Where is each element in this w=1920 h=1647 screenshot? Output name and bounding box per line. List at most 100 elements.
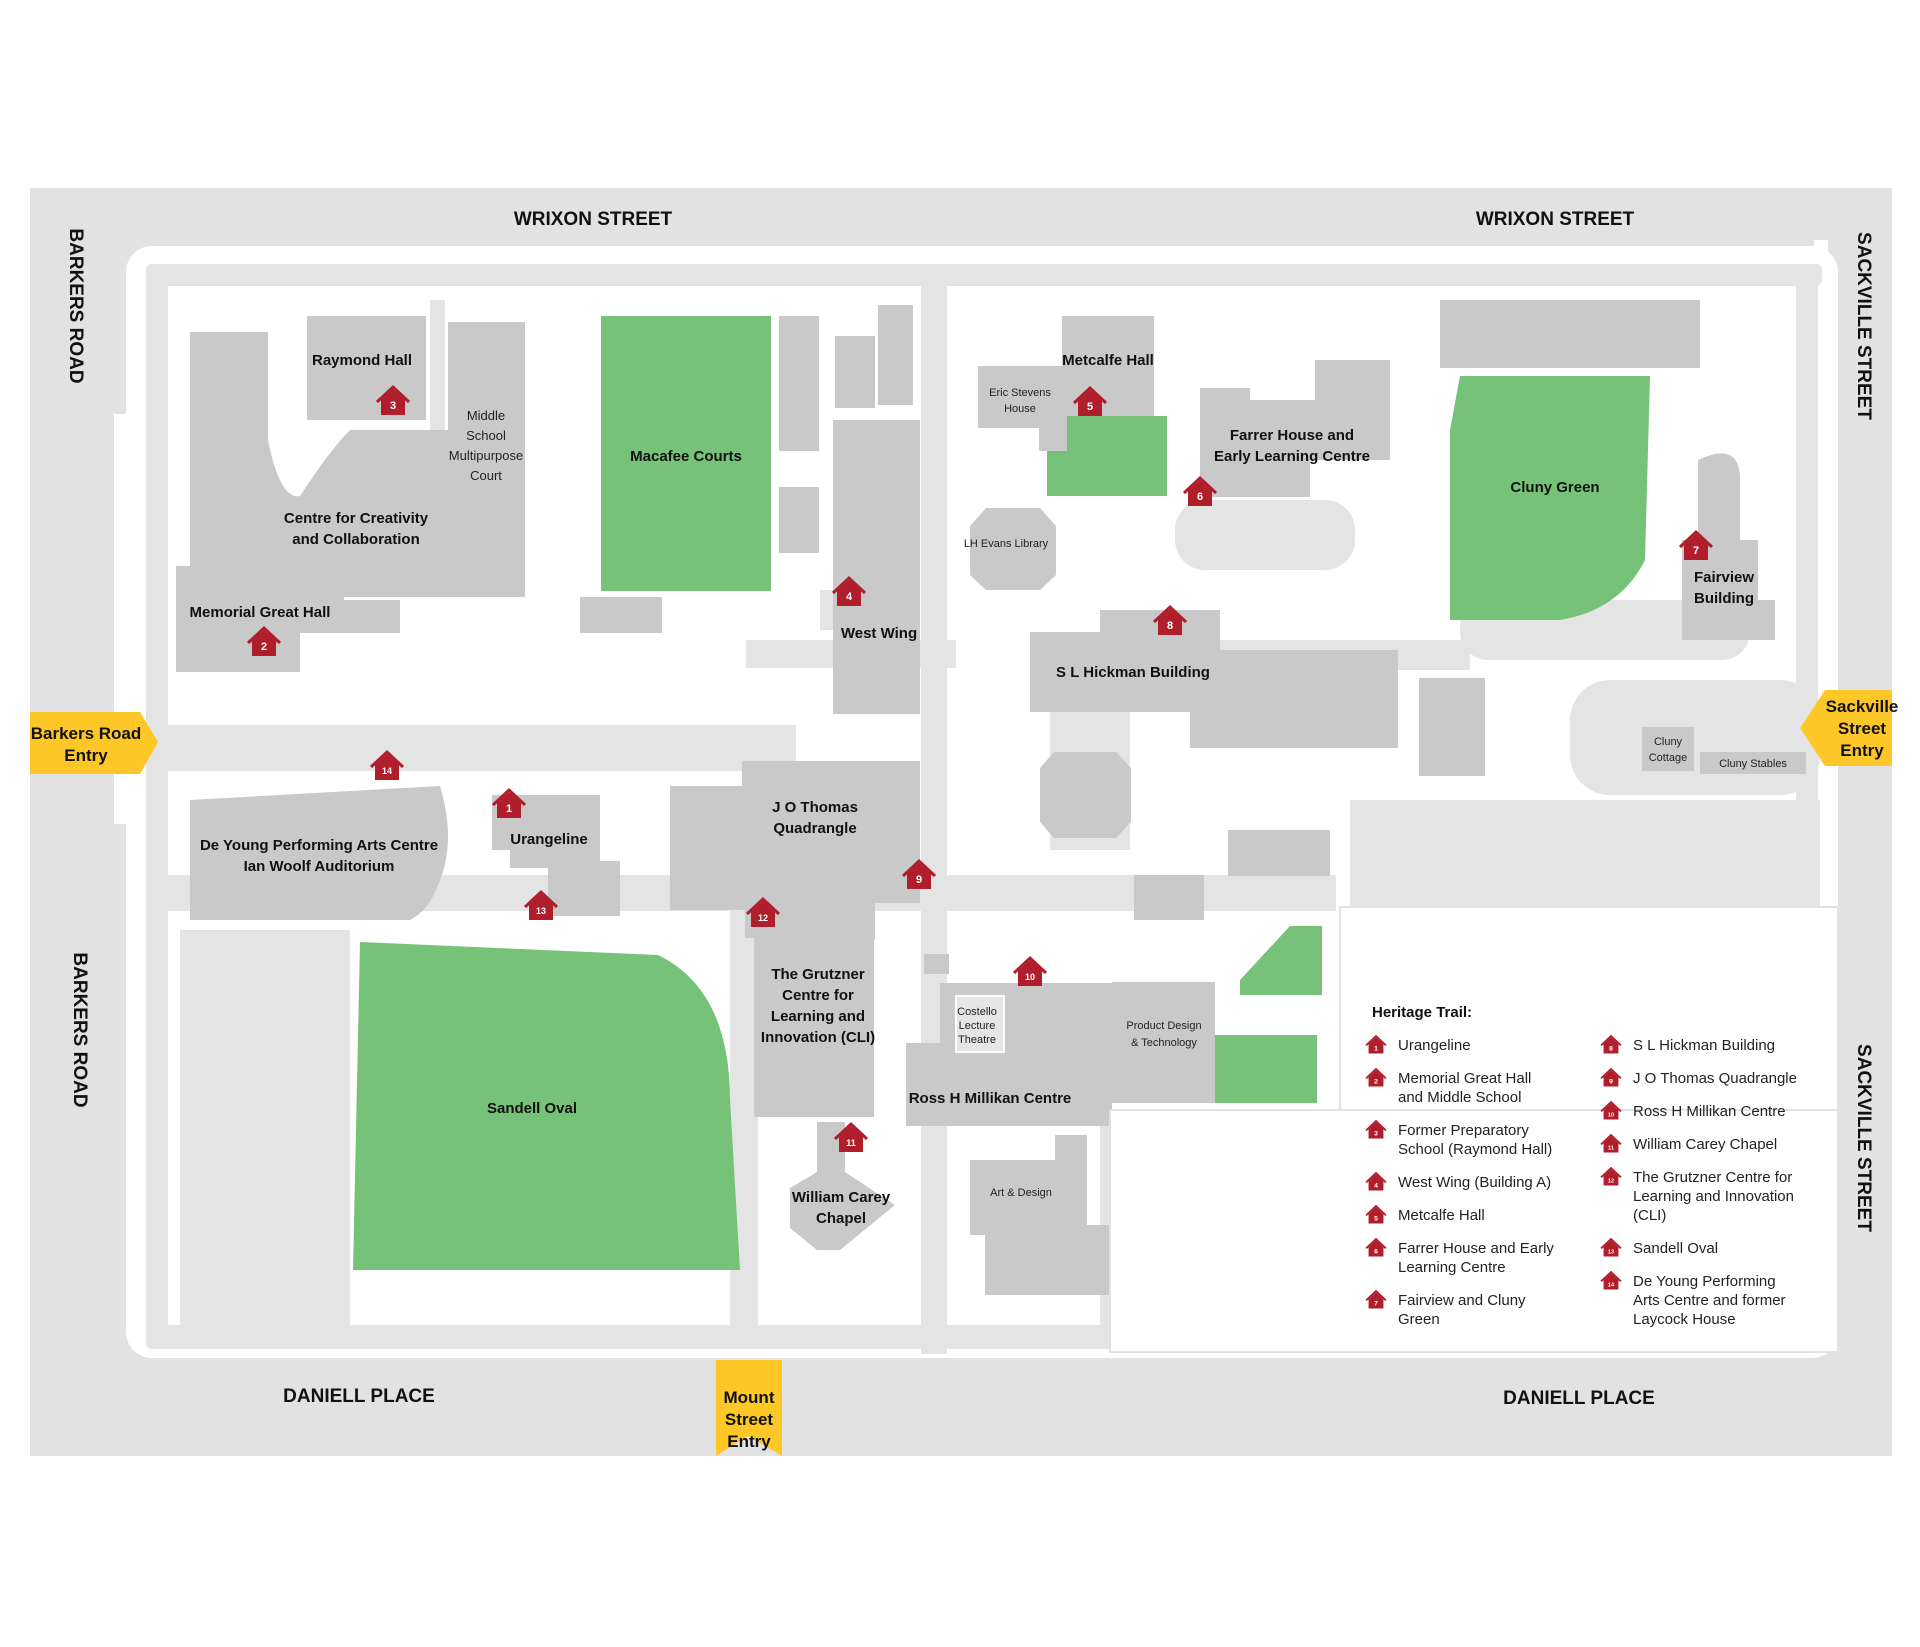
heritage-marker-icon: 4 bbox=[1365, 1172, 1387, 1192]
label-macafee: Macafee Courts bbox=[630, 448, 742, 465]
street-wrixon-right: WRIXON STREET bbox=[1476, 209, 1635, 230]
label-west-wing: West Wing bbox=[841, 625, 917, 642]
building-west-wing-small-3 bbox=[835, 336, 875, 408]
legend-item-label: School (Raymond Hall) bbox=[1398, 1141, 1552, 1158]
street-wrixon-left: WRIXON STREET bbox=[514, 209, 673, 230]
svg-text:11: 11 bbox=[846, 1138, 856, 1148]
heritage-marker-7: 7 bbox=[1678, 530, 1714, 562]
heritage-marker-2: 2 bbox=[246, 626, 282, 658]
legend-item-label: (CLI) bbox=[1633, 1207, 1666, 1224]
legend-item-number: 14 bbox=[1608, 1282, 1615, 1288]
street-sackville-top: SACKVILLE STREET bbox=[1853, 232, 1874, 420]
legend-item-label: Farrer House and Early bbox=[1398, 1240, 1554, 1257]
legend-item-label: West Wing (Building A) bbox=[1398, 1174, 1551, 1191]
heritage-marker-3: 3 bbox=[375, 385, 411, 417]
green-east-2 bbox=[1213, 1035, 1317, 1103]
green-sandell bbox=[353, 942, 740, 1270]
heritage-marker-6: 6 bbox=[1182, 476, 1218, 508]
label-jo-thomas-1: J O Thomas bbox=[772, 799, 858, 816]
building-east-block bbox=[1419, 678, 1485, 776]
label-product-design-1: Product Design bbox=[1126, 1020, 1201, 1032]
heritage-marker-icon: 9 bbox=[1600, 1068, 1622, 1088]
svg-text:6: 6 bbox=[1197, 491, 1203, 503]
legend-item-number: 10 bbox=[1608, 1112, 1614, 1118]
label-cluny-green: Cluny Green bbox=[1510, 479, 1599, 496]
heritage-marker-icon: 5 bbox=[1365, 1205, 1387, 1225]
heritage-marker-icon: 8 bbox=[1600, 1035, 1622, 1055]
legend-item-13: 13 Sandell Oval bbox=[1600, 1238, 1718, 1258]
label-middle-school-3: Multipurpose bbox=[449, 448, 523, 463]
legend-item-9: 9 J O Thomas Quadrangle bbox=[1600, 1068, 1797, 1088]
legend-item-label: S L Hickman Building bbox=[1633, 1037, 1775, 1054]
legend-item-number: 2 bbox=[1374, 1078, 1378, 1085]
legend-item-label: and Middle School bbox=[1398, 1089, 1521, 1106]
building-tiny bbox=[924, 954, 949, 974]
entry-barkers-road[interactable]: Barkers Road Entry bbox=[30, 712, 158, 774]
label-middle-school-4: Court bbox=[470, 468, 502, 483]
legend-item-number: 4 bbox=[1374, 1182, 1378, 1189]
svg-text:14: 14 bbox=[382, 766, 392, 776]
building-urangeline bbox=[492, 795, 620, 916]
label-farrer-1: Farrer House and bbox=[1230, 427, 1354, 444]
heritage-marker-14: 14 bbox=[369, 750, 405, 782]
label-grutzner-3: Learning and bbox=[771, 1008, 865, 1025]
legend-item-number: 11 bbox=[1608, 1145, 1614, 1151]
building-art-design bbox=[970, 1135, 1112, 1295]
heritage-marker-9: 9 bbox=[901, 859, 937, 891]
label-farrer-2: Early Learning Centre bbox=[1214, 448, 1370, 465]
building-de-young bbox=[190, 786, 448, 920]
label-middle-school-1: Middle bbox=[467, 408, 505, 423]
entry-sackville-street[interactable]: Sackville Street Entry bbox=[1800, 690, 1898, 766]
east-service-zone-lower bbox=[1109, 1109, 1839, 1353]
heritage-marker-icon: 7 bbox=[1365, 1290, 1387, 1310]
svg-text:Entry: Entry bbox=[64, 746, 108, 765]
legend-item-label: J O Thomas Quadrangle bbox=[1633, 1070, 1797, 1087]
legend-item-label: Metcalfe Hall bbox=[1398, 1207, 1485, 1224]
street-barkers-top: BARKERS ROAD bbox=[65, 228, 86, 383]
building-west-wing-south bbox=[580, 597, 662, 633]
legend-item-4: 4 West Wing (Building A) bbox=[1365, 1172, 1551, 1192]
building-metcalfe-wing bbox=[1039, 416, 1067, 451]
legend-item-label: Ross H Millikan Centre bbox=[1633, 1103, 1786, 1120]
heritage-markers[interactable]: 1 2 3 4 5 6 7 8 9 10 11 12 13 14 bbox=[246, 385, 1714, 1154]
heritage-marker-10: 10 bbox=[1012, 956, 1048, 988]
green-east-1 bbox=[1240, 926, 1322, 995]
street-daniell-left: DANIELL PLACE bbox=[283, 1386, 435, 1407]
svg-text:Entry: Entry bbox=[727, 1432, 771, 1451]
legend-item-label: Learning and Innovation bbox=[1633, 1188, 1794, 1205]
building-millikan bbox=[906, 982, 1215, 1126]
legend-item-label: Sandell Oval bbox=[1633, 1240, 1718, 1257]
street-sackville-bottom: SACKVILLE STREET bbox=[1853, 1044, 1874, 1232]
heritage-marker-5: 5 bbox=[1072, 386, 1108, 418]
building-west-wing-small-2 bbox=[779, 487, 819, 553]
street-barkers-bottom: BARKERS ROAD bbox=[69, 952, 90, 1107]
green-macafee bbox=[601, 316, 771, 591]
svg-text:12: 12 bbox=[758, 913, 768, 923]
label-middle-school-2: School bbox=[466, 428, 506, 443]
entry-mount-street[interactable]: Mount Street Entry bbox=[716, 1360, 782, 1456]
building-hickman bbox=[1030, 610, 1398, 748]
legend-item-number: 13 bbox=[1608, 1249, 1614, 1255]
svg-text:Street: Street bbox=[1838, 719, 1887, 738]
svg-text:Street: Street bbox=[725, 1410, 774, 1429]
legend-item-number: 3 bbox=[1374, 1130, 1378, 1137]
heritage-marker-icon: 10 bbox=[1600, 1101, 1622, 1121]
label-fairview-2: Building bbox=[1694, 590, 1754, 607]
building-lh-evans bbox=[970, 508, 1056, 590]
building-fairview bbox=[1682, 453, 1775, 640]
label-eric-stevens-2: House bbox=[1004, 403, 1036, 415]
label-grutzner-1: The Grutzner bbox=[771, 966, 865, 983]
building-farrer bbox=[1200, 360, 1390, 497]
heritage-marker-icon: 2 bbox=[1365, 1068, 1387, 1088]
label-lh-evans: LH Evans Library bbox=[964, 538, 1049, 550]
heritage-marker-icon: 1 bbox=[1365, 1035, 1387, 1055]
building-west-wing-small-1 bbox=[779, 316, 819, 451]
building-carey bbox=[790, 1122, 895, 1250]
label-creativity-1: Centre for Creativity bbox=[284, 510, 429, 527]
label-metcalfe: Metcalfe Hall bbox=[1062, 352, 1154, 369]
building-roundhouse bbox=[1040, 752, 1131, 838]
building-north-east bbox=[1440, 300, 1700, 368]
